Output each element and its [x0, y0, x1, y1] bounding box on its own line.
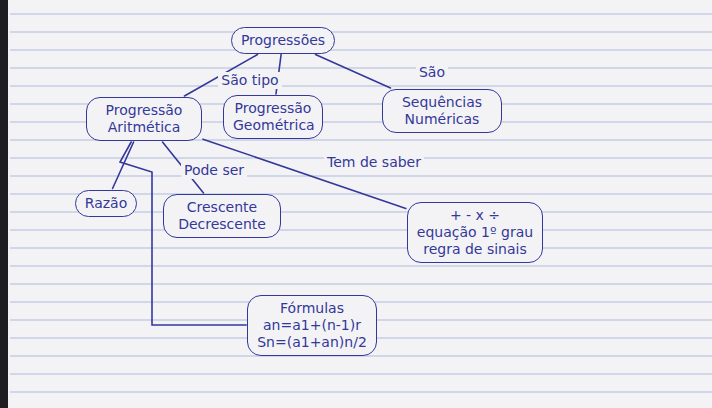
- node-text: regra de sinais: [417, 241, 533, 258]
- node-text: Fórmulas: [257, 300, 367, 317]
- node-text: Progressão Aritmética: [96, 102, 192, 136]
- concept-box: + - x ÷equação 1º grauregra de sinais: [407, 202, 543, 263]
- edge-label: Tem de saber: [324, 154, 424, 171]
- node-text: Progressões: [241, 32, 325, 49]
- concept-box: Progressão Aritmética: [86, 97, 202, 141]
- edge-label: São tipo: [218, 72, 281, 89]
- edge-label: Pode ser: [181, 162, 247, 179]
- concept-box: Sequências Numéricas: [382, 89, 502, 133]
- concept-box: Razão: [75, 190, 138, 217]
- node-text: Sn=(a1+an)n/2: [257, 334, 367, 351]
- edge-label: São: [416, 64, 448, 81]
- node-text: Crescente Decrescente: [173, 199, 271, 233]
- node-text: Sequências Numéricas: [392, 94, 492, 128]
- node-text: equação 1º grau: [417, 224, 533, 241]
- node-text: Razão: [85, 195, 128, 212]
- concept-box: Crescente Decrescente: [163, 194, 281, 238]
- node-text: an=a1+(n-1)r: [257, 317, 367, 334]
- ruled-line: [10, 14, 712, 392]
- node-text: Progressão Geométrica: [233, 100, 313, 134]
- notebook-edge: [0, 0, 8, 408]
- connector: [315, 55, 390, 89]
- concept-box: Fórmulasan=a1+(n-1)rSn=(a1+an)n/2: [247, 295, 377, 356]
- node-text: + - x ÷: [417, 207, 533, 224]
- concept-box: Progressões: [231, 27, 335, 54]
- concept-box: Progressão Geométrica: [223, 95, 323, 139]
